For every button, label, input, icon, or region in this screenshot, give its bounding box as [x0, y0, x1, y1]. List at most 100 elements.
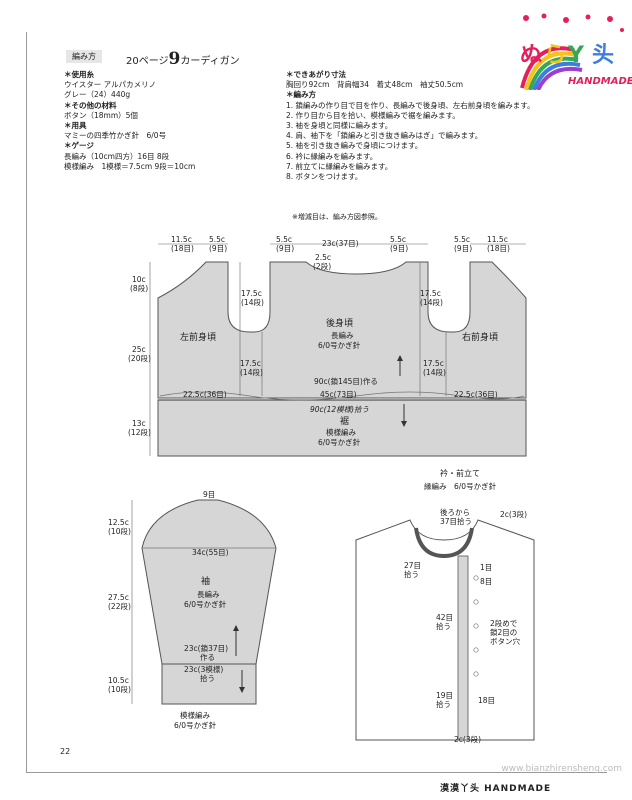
- sleeve-23-pattern: 23c(3模様): [184, 665, 224, 674]
- dim-5-5-left: 5.5c: [209, 235, 226, 244]
- svg-text:头: 头: [592, 43, 614, 68]
- collar-2c-top: 2c(3段): [500, 510, 528, 519]
- dim-45: 45c(73目): [320, 390, 357, 399]
- collar-42: 42目: [436, 613, 454, 622]
- dim-2dan: (2段): [313, 262, 332, 271]
- dim-2-5: 2.5c: [315, 253, 332, 262]
- svg-text:ぬ: ぬ: [520, 43, 542, 68]
- dim-8dan: (8段): [130, 284, 149, 293]
- left-front-label: 左前身頃: [180, 333, 217, 343]
- dim-9-left: (9目): [209, 244, 228, 253]
- buttonhole-note-1: 2段めで: [490, 619, 518, 628]
- collar-42-pick: 拾う: [436, 622, 451, 631]
- dim-14-c: (14段): [420, 298, 443, 307]
- buttonholes: [473, 575, 479, 677]
- collar-band: [414, 527, 474, 559]
- dim-20dan: (20段): [128, 354, 151, 363]
- dim-5-5-midleft: 5.5c: [276, 235, 293, 244]
- title-number: 9: [168, 49, 181, 69]
- step-5: 5. 袖を引き抜き編みで身頃につけます。: [286, 141, 423, 151]
- gauge-line-2: 模様編み 1模様＝7.5cm 9段＝10cm: [64, 161, 196, 171]
- sleeve-34: 34c(55目): [192, 548, 229, 557]
- logo-rainbow: [520, 46, 583, 91]
- sleeve-label: 袖: [201, 577, 211, 587]
- dim-90-chain: 90c(鎖145目)作る: [314, 377, 378, 386]
- gauge-line-1: 長編み（10cm四方）16目 8段: [64, 151, 170, 161]
- sleeve-hook: 6/0号かぎ針: [184, 600, 227, 609]
- sleeve-10-5: 10.5c: [108, 676, 129, 685]
- sleeve-23-chain: 23c(鎖37目): [184, 644, 229, 653]
- step-2: 2. 作り目から目を拾い、模様編みで裾を編みます。: [286, 110, 460, 120]
- placket-band: [457, 555, 469, 741]
- dim-23-top: 23c(37目): [322, 239, 359, 248]
- step-4: 4. 肩、袖下を「鎖編みと引き抜き編みはぎ」で編みます。: [286, 131, 483, 141]
- collar-stitch: 縁編み 6/0号かぎ針: [424, 482, 497, 491]
- dim-11-5-left: 11.5c: [171, 235, 192, 244]
- back-stitch: 長編み: [331, 331, 354, 340]
- sleeve-make: 作る: [200, 653, 215, 662]
- method-column: ＊できあがり寸法 胸回り92cm 背肩幅34 着丈48cm 袖丈50.5cm ＊…: [286, 70, 535, 182]
- buttonhole-note-3: ボタン穴: [490, 637, 520, 646]
- dim-25c: 25c: [132, 345, 146, 354]
- collar-19-pick: 拾う: [436, 700, 451, 709]
- collar-18: 18目: [478, 696, 496, 705]
- svg-text:ら: ら: [544, 43, 566, 68]
- pattern-title: 20ページ9カーディガン: [126, 49, 240, 69]
- dim-17-5-a: 17.5c: [241, 289, 262, 298]
- collar-1: 1目: [480, 563, 493, 572]
- logo-handmade-text: HANDMADE: [568, 76, 632, 87]
- back-hook: 6/0号かぎ針: [318, 341, 361, 350]
- note: ※増減目は、編み方図参照。: [292, 213, 382, 221]
- dim-18-right: (18目): [487, 244, 510, 253]
- collar-27-pick: 拾う: [404, 570, 419, 579]
- sleeve-10dan-bot: (10段): [108, 685, 131, 694]
- handmade-logo: ぬ ら Y 头 HANDMADE: [514, 10, 632, 91]
- collar-19: 19目: [436, 691, 454, 700]
- dim-90-pattern: 90c(12模様)拾う: [310, 405, 370, 414]
- collar-2c-bottom: 2c(3段): [454, 735, 482, 744]
- body-panel: [157, 261, 527, 399]
- dim-22-5-right: 22.5c(36目): [454, 390, 498, 399]
- hem-stitch: 模様編み: [326, 428, 356, 437]
- sleeve-10dan-top: (10段): [108, 527, 131, 536]
- section-tag: 編み方: [66, 50, 102, 63]
- collar-8: 8目: [480, 577, 493, 586]
- heading-size: ＊できあがり寸法: [286, 70, 346, 79]
- dim-17-5-b: 17.5c: [240, 359, 261, 368]
- dim-17-5-c: 17.5c: [420, 289, 441, 298]
- collar-back-from: 後ろから: [440, 508, 470, 517]
- buttonhole-note-2: 鎖2目の: [490, 628, 518, 637]
- dim-9-right: (9目): [454, 244, 473, 253]
- step-1: 1. 鎖編みの作り目で目を作り、長編みで後身頃、左右前身頃を編みます。: [286, 100, 535, 110]
- dim-14-b: (14段): [240, 368, 263, 377]
- heading-yarn: ＊使用糸: [64, 70, 94, 79]
- dim-11-5-right: 11.5c: [487, 235, 508, 244]
- sleeve-27-5: 27.5c: [108, 593, 129, 602]
- credit: 漠漠丫头 HANDMADE: [440, 784, 552, 794]
- body-curve: [159, 391, 525, 401]
- dim-10c: 10c: [132, 275, 146, 284]
- collar-27: 27目: [404, 561, 422, 570]
- heading-gauge: ＊ゲージ: [64, 141, 94, 151]
- dim-12dan: (12段): [128, 428, 151, 437]
- dim-5-5-midright: 5.5c: [390, 235, 407, 244]
- dim-13c: 13c: [132, 419, 146, 428]
- hem-hook: 6/0号かぎ針: [318, 438, 361, 447]
- cuff-hook: 6/0号かぎ針: [174, 721, 217, 730]
- title-prefix: 20ページ: [126, 56, 169, 67]
- dim-17-5-d: 17.5c: [423, 359, 444, 368]
- buttons-material: ボタン（18mm）5個: [64, 110, 138, 120]
- step-6: 6. 衿に縁編みを編みます。: [286, 151, 378, 161]
- materials-column: ＊使用糸 ウイスター アルパカメリノ グレー（24）440g ＊その他の材料 ボ…: [64, 70, 195, 172]
- collar-title: 衿・前立て: [440, 469, 480, 478]
- finished-size: 胸回り92cm 背肩幅34 着丈48cm 袖丈50.5cm: [286, 80, 464, 90]
- dim-18-left: (18目): [171, 244, 194, 253]
- heading-other: ＊その他の材料: [64, 100, 117, 110]
- watermark: www.bianzhirensheng.com: [501, 764, 622, 774]
- logo-letters: ぬ ら Y 头: [520, 43, 614, 68]
- page-frame: [26, 32, 607, 773]
- sleeve-pick: 拾う: [200, 674, 215, 683]
- body-dimension-lines: [149, 243, 526, 456]
- hem-label: 裾: [340, 417, 350, 427]
- collar-37: 37目拾う: [440, 517, 473, 526]
